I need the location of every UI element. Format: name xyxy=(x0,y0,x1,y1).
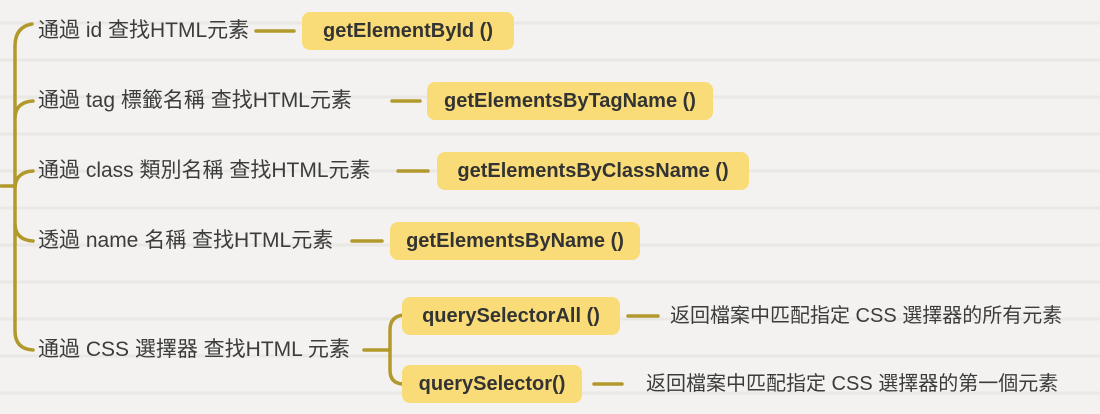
branch-label-css-selector[interactable]: 通過 CSS 選擇器 查找HTML 元素 xyxy=(38,338,350,361)
method-node-queryselector[interactable]: querySelector() xyxy=(402,365,582,403)
branch-hook-tag xyxy=(13,99,35,119)
description-queryselector: 返回檔案中匹配指定 CSS 選擇器的第一個元素 xyxy=(646,373,1059,395)
main-bracket-spine xyxy=(13,22,35,352)
branch-label-id[interactable]: 通過 id 查找HTML元素 xyxy=(38,19,250,42)
method-node-getelementbyid[interactable]: getElementById () xyxy=(302,12,514,50)
description-queryselectorall: 返回檔案中匹配指定 CSS 選擇器的所有元素 xyxy=(670,305,1063,327)
branch-hook-class xyxy=(13,169,35,189)
method-node-queryselectorall[interactable]: querySelectorAll () xyxy=(402,297,620,335)
branch-label-class[interactable]: 通過 class 類別名稱 查找HTML元素 xyxy=(38,159,371,182)
branch-label-name[interactable]: 透過 name 名稱 查找HTML元素 xyxy=(38,229,334,252)
method-node-getelementsbyname[interactable]: getElementsByName () xyxy=(390,222,640,260)
method-node-getelementsbyclassname[interactable]: getElementsByClassName () xyxy=(437,152,749,190)
method-node-getelementsbytagname[interactable]: getElementsByTagName () xyxy=(427,82,713,120)
branch-hook-name xyxy=(13,223,35,243)
branch-label-tag[interactable]: 通過 tag 標籤名稱 查找HTML元素 xyxy=(38,89,352,112)
